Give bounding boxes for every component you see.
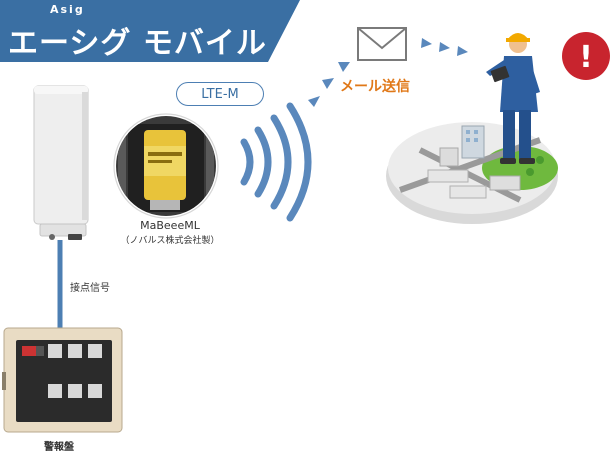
alert-mark: !: [579, 40, 593, 75]
banner-title: エーシグ モバイル: [8, 26, 267, 61]
arrow-trail: [308, 38, 468, 107]
alarm-panel-label: 警報盤: [44, 442, 74, 453]
title-banner: [0, 0, 300, 62]
envelope-icon: [357, 27, 407, 61]
banner-subtitle: Asig: [50, 3, 85, 16]
device-maker: （ノバルス株式会社製）: [120, 236, 220, 246]
radio-waves: [240, 102, 312, 222]
exclamation-icon: !: [562, 32, 610, 80]
mail-send-label: メール送信: [340, 79, 410, 95]
device-circle: [113, 113, 219, 219]
receiver-unit: [33, 85, 89, 240]
lte-m-label: LTE-M: [176, 82, 264, 106]
worker-figure: [486, 33, 540, 164]
device-name: MaBeeeML: [140, 219, 200, 232]
alarm-panel: [2, 327, 123, 433]
contact-signal-label: 接点信号: [70, 283, 110, 294]
city-illustration: [386, 122, 558, 224]
